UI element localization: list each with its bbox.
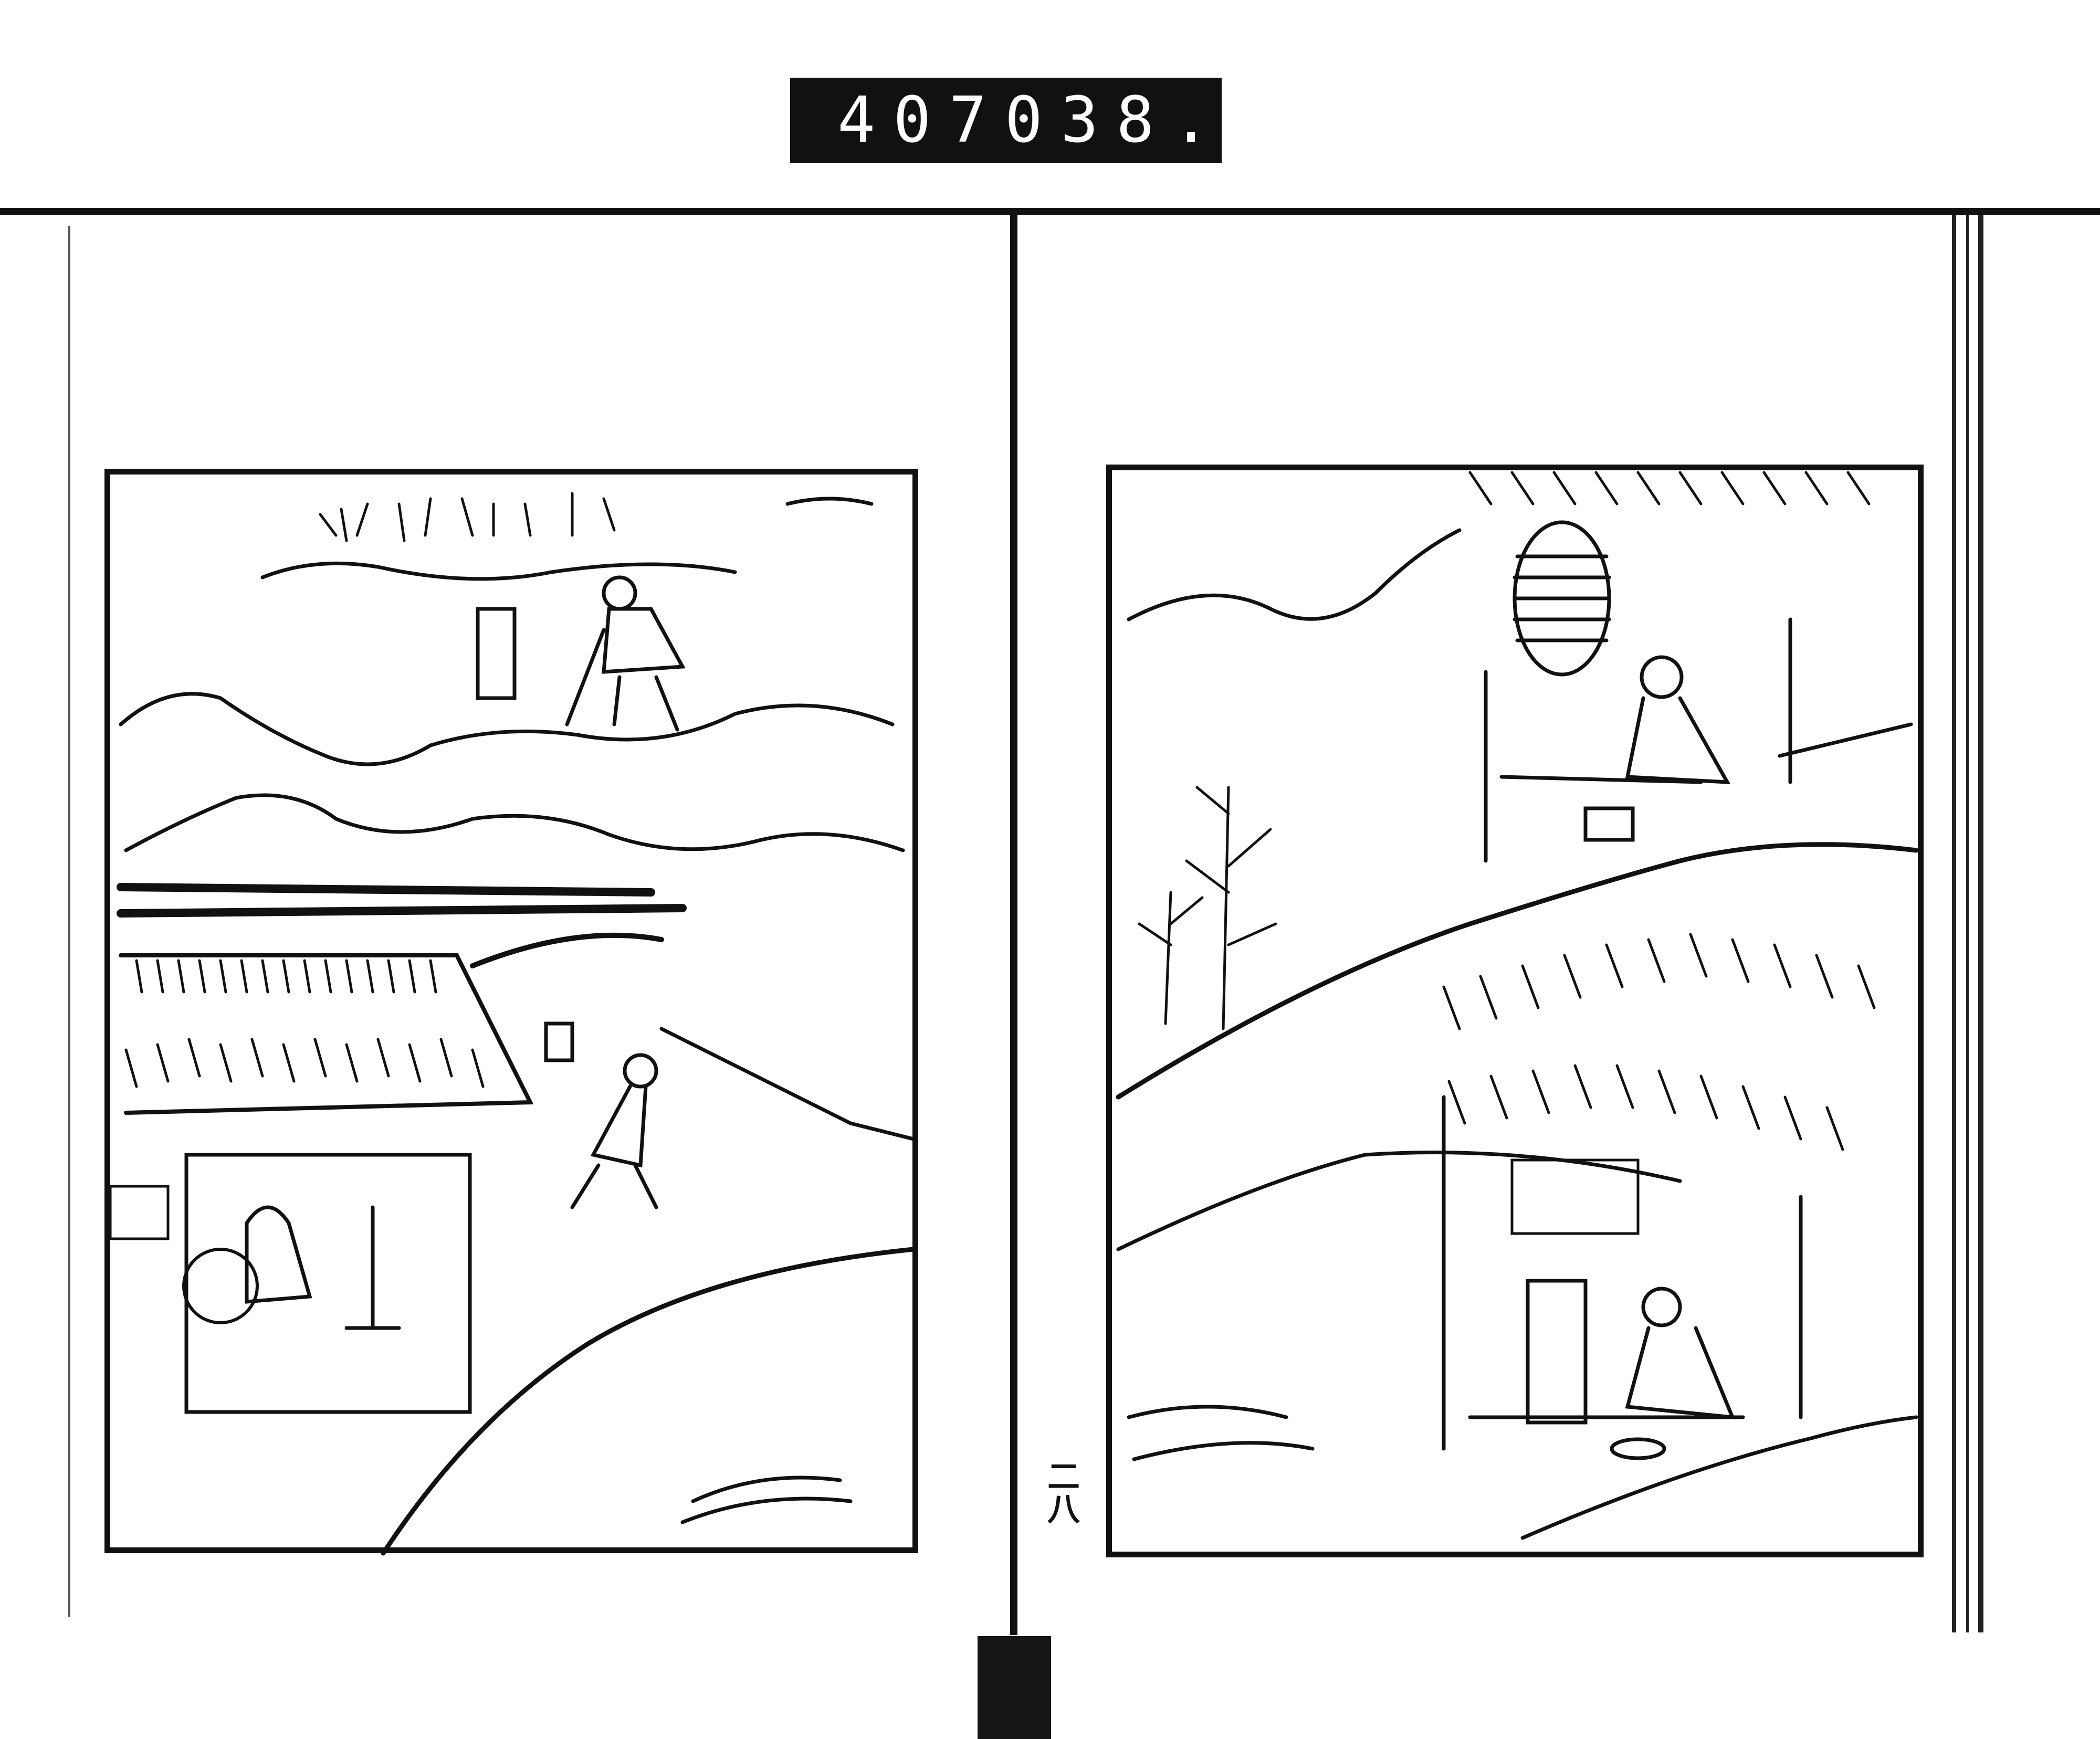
figure-farmer-with-hoe [476, 575, 686, 732]
right-illustration-frame [1106, 465, 1924, 1557]
left-house-interior [109, 1153, 472, 1414]
page-edge-line [1966, 215, 1969, 1632]
figure-woodcutter [544, 1021, 658, 1209]
left-page-edge [68, 226, 70, 1617]
left-plants [319, 492, 616, 542]
pine-trees [1138, 786, 1277, 1030]
right-upper-house [1484, 617, 1913, 863]
scan-label: 407 038. [790, 78, 1222, 163]
page-top-border [0, 208, 2100, 215]
left-thatched-roof [119, 953, 534, 1115]
right-hills [1116, 528, 1919, 1540]
page-edge-line [1978, 215, 1983, 1632]
page-number: 二八 [1042, 1459, 1080, 1524]
right-roof-hatching [1442, 471, 1876, 1151]
scan-label-left: 407 [837, 84, 1005, 157]
paper-lantern [1513, 520, 1611, 677]
left-illustration-frame [104, 469, 918, 1553]
book-gutter [1010, 213, 1017, 1635]
scan-label-right: 038. [1004, 84, 1228, 157]
page-edge-line [1952, 215, 1956, 1632]
left-hills [117, 497, 916, 1556]
gutter-binding-block [978, 1636, 1051, 1739]
right-lower-house [1442, 1095, 1803, 1460]
